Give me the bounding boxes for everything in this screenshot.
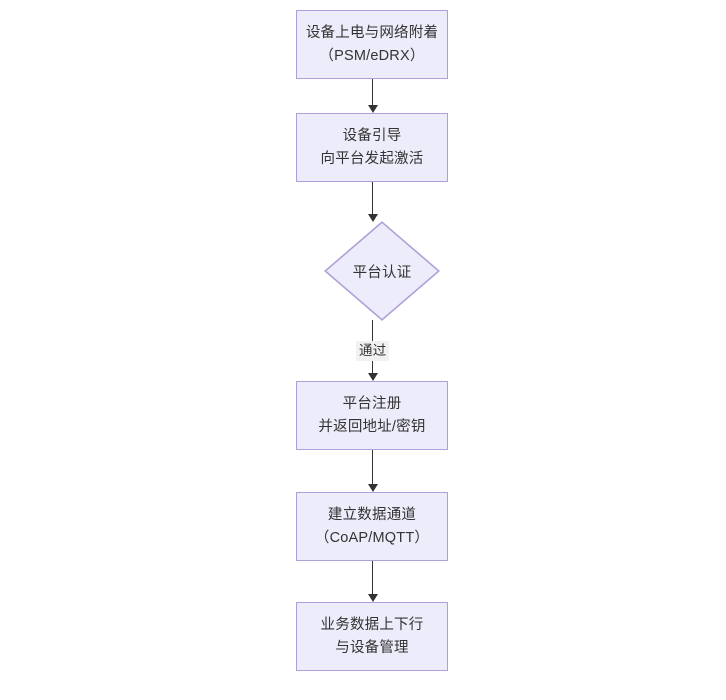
node-platform-register[interactable]: 平台注册 并返回地址/密钥 (296, 381, 448, 450)
diamond-shape-icon (324, 221, 440, 321)
node-data-channel-line2: （CoAP/MQTT） (314, 529, 430, 546)
connector-line (372, 182, 374, 214)
node-bootstrap[interactable]: 设备引导 向平台发起激活 (296, 113, 448, 182)
arrowhead-icon (367, 105, 378, 113)
node-bootstrap-line2: 向平台发起激活 (320, 150, 424, 167)
arrowhead-icon (367, 373, 378, 381)
node-service-data-line2: 与设备管理 (335, 639, 409, 656)
connector-line (372, 561, 374, 594)
node-data-channel[interactable]: 建立数据通道 （CoAP/MQTT） (296, 492, 448, 561)
node-platform-auth-label: 平台认证 (352, 264, 412, 281)
arrowhead-icon (367, 594, 378, 602)
arrowhead-icon (367, 484, 378, 492)
arrowhead-icon (367, 214, 378, 222)
connector-line (372, 79, 374, 105)
node-platform-register-line2: 并返回地址/密钥 (318, 418, 426, 435)
node-power-on-line2: （PSM/eDRX） (319, 47, 425, 64)
node-power-on[interactable]: 设备上电与网络附着 （PSM/eDRX） (296, 10, 448, 79)
node-power-on-line1: 设备上电与网络附着 (305, 25, 439, 42)
node-platform-auth[interactable]: 平台认证 (324, 221, 440, 321)
node-data-channel-line1: 建立数据通道 (327, 507, 417, 524)
connector-line (372, 450, 374, 484)
edge-label-pass: 通过 (356, 341, 390, 362)
node-service-data-line1: 业务数据上下行 (320, 617, 424, 634)
node-bootstrap-line1: 设备引导 (342, 128, 402, 145)
node-platform-register-line1: 平台注册 (342, 396, 402, 413)
node-service-data[interactable]: 业务数据上下行 与设备管理 (296, 602, 448, 671)
